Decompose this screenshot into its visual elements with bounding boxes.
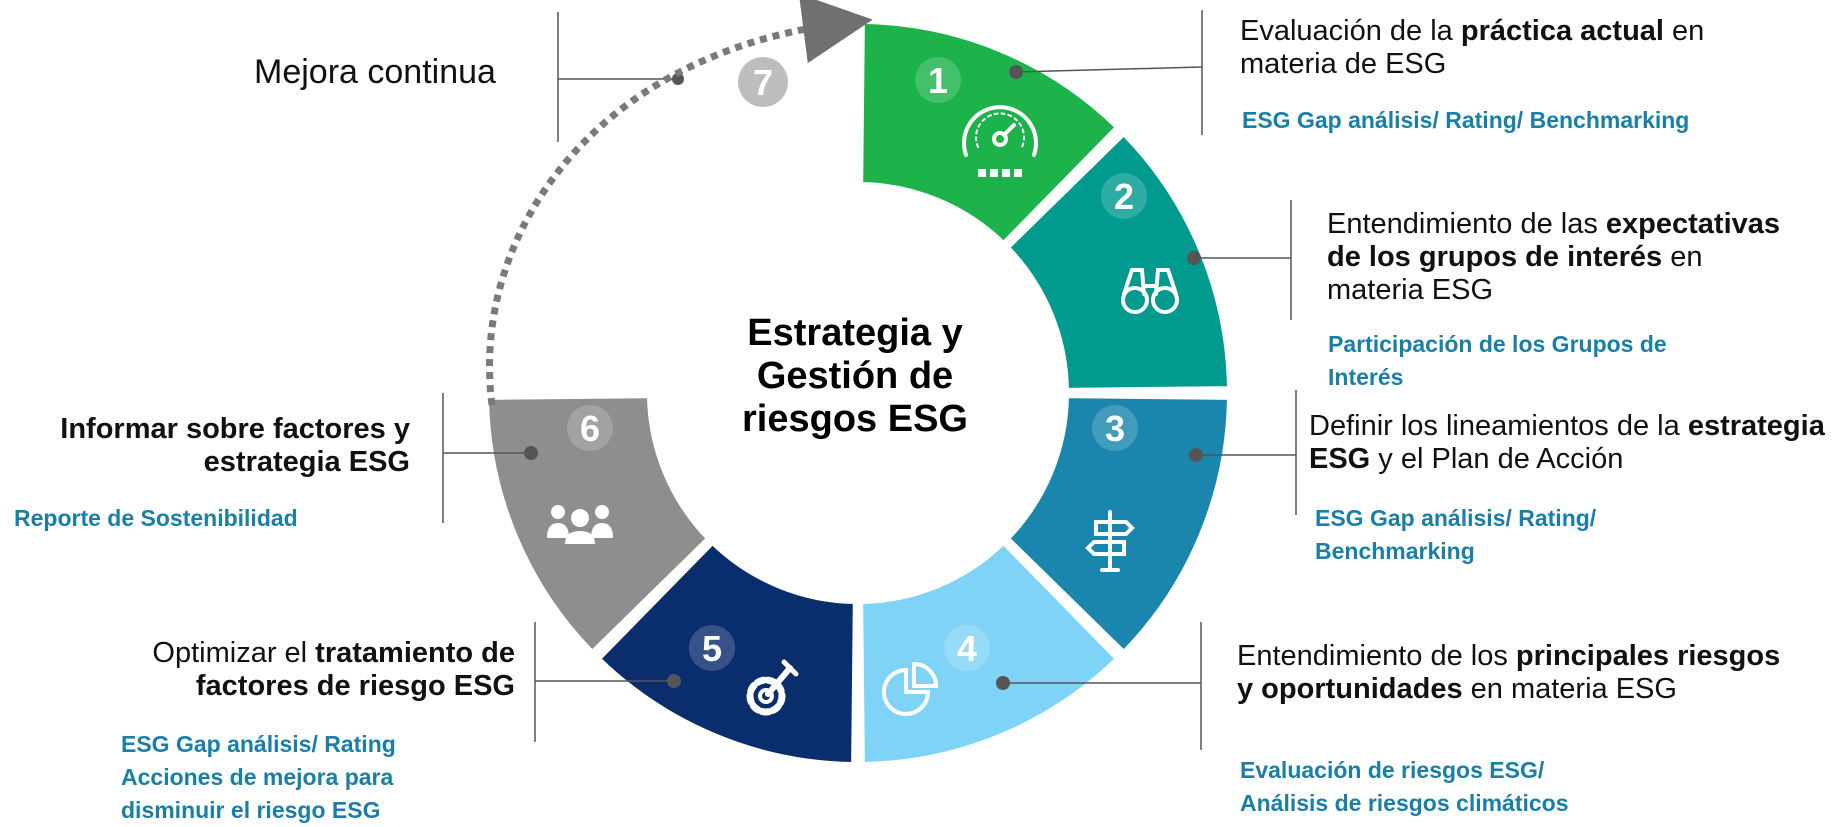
segment-5 [593, 537, 859, 769]
step-2-description: Entendimiento de las expectativas de los… [1327, 208, 1797, 307]
step-7-number: 7 [753, 62, 773, 103]
people-group-icon [547, 505, 613, 544]
step-2-desc-post: en materia ESG [1327, 241, 1703, 306]
center-title-line-2: Gestión de [756, 355, 954, 397]
step-3-desc-pre: Definir los lineamientos de la [1309, 410, 1688, 442]
segment-2 [1002, 128, 1234, 394]
step-4-desc-bold: principales riesgos y oportunidades [1237, 640, 1781, 705]
step-5-sub-line-3: disminuir el riesgo ESG [121, 797, 381, 823]
step-4-desc-pre: Entendimiento de los [1237, 640, 1516, 672]
step-6-sub: Reporte de Sostenibilidad [14, 502, 298, 535]
continuous-improvement-arrow [486, 0, 873, 406]
step-6-description: Informar sobre factores y estrategia ESG [12, 413, 410, 479]
step-1-number: 1 [928, 60, 948, 101]
step-5-leader-dot [667, 674, 681, 688]
step-6-badge [567, 405, 613, 451]
step-2-sub-line-2: Interés [1328, 364, 1404, 390]
step-3-leader-dot [1189, 448, 1203, 462]
step-4-number: 4 [957, 628, 977, 669]
step-1-desc-pre: Evaluación de la [1240, 15, 1461, 47]
step-5-sub: ESG Gap análisis/ Rating Acciones de mej… [121, 728, 396, 827]
step-5-desc-pre: Optimizar el [152, 637, 316, 669]
step-2-number: 2 [1114, 176, 1134, 217]
speedometer-icon [962, 105, 1038, 177]
step-2-sub: Participación de los Grupos de Interés [1328, 328, 1667, 394]
step-4-leader-dot [996, 676, 1010, 690]
step-1-desc-post: en materia de ESG [1240, 15, 1705, 80]
step-1-desc-bold: práctica actual [1460, 15, 1664, 47]
step-7-badge [738, 57, 788, 107]
step-2-sub-line-1: Participación de los Grupos de [1328, 331, 1667, 357]
step-2-desc-bold: expectativas de los grupos de interés [1327, 208, 1781, 273]
step-3-number: 3 [1105, 408, 1125, 449]
step-1-sub: ESG Gap análisis/ Rating/ Benchmarking [1242, 104, 1689, 137]
step-4-sub-line-1: Evaluación de riesgos ESG/ [1240, 757, 1545, 783]
center-title-line-1: Estrategia y [747, 312, 963, 354]
step-7-leader-dot [672, 73, 684, 85]
step-5-sub-line-1: ESG Gap análisis/ Rating [121, 731, 396, 757]
segment-1 [857, 17, 1123, 249]
segment-4 [857, 537, 1123, 769]
step-4-badge [944, 625, 990, 671]
step-1-sub-line-1: ESG Gap análisis/ Rating/ Benchmarking [1242, 107, 1690, 133]
step-6-desc-bold: Informar sobre factores y estrategia ESG [60, 413, 410, 478]
gear-wrench-icon [746, 659, 799, 716]
segment-3 [1002, 392, 1234, 658]
step-5-sub-line-2: Acciones de mejora para [121, 764, 394, 790]
step-3-badge [1092, 405, 1138, 451]
step-5-number: 5 [702, 628, 722, 669]
step-4-sub: Evaluación de riesgos ESG/ Análisis de r… [1240, 754, 1569, 820]
step-4-sub-line-2: Análisis de riesgos climáticos [1240, 790, 1569, 816]
step-5-badge [689, 625, 735, 671]
step-3-description: Definir los lineamientos de la estrategi… [1309, 410, 1839, 476]
step-5-desc-bold: tratamiento de factores de riesgo ESG [195, 637, 515, 702]
step-1-leader-dot [1009, 65, 1023, 79]
step-4-desc-post: en materia ESG [1462, 673, 1677, 705]
step-6-sub-line-1: Reporte de Sostenibilidad [14, 505, 298, 531]
step-4-description: Entendimiento de los principales riesgos… [1237, 640, 1797, 706]
step-6-leader-dot [524, 446, 538, 460]
step-1-description: Evaluación de la práctica actual en mate… [1240, 15, 1800, 81]
signpost-icon [1085, 510, 1135, 572]
step-2-badge [1101, 173, 1147, 219]
step-3-sub-line-2: Benchmarking [1315, 538, 1475, 564]
step-3-sub: ESG Gap análisis/ Rating/ Benchmarking [1315, 502, 1596, 568]
step-2-leader-dot [1187, 251, 1201, 265]
step-5-description: Optimizar el tratamiento de factores de … [85, 637, 515, 703]
step-1-badge [915, 57, 961, 103]
step-1-leader-line [1015, 66, 1203, 73]
center-title-line-3: riesgos ESG [742, 398, 968, 440]
center-title: Estrategia y Gestión de riesgos ESG [705, 312, 1005, 441]
step-3-sub-line-1: ESG Gap análisis/ Rating/ [1315, 505, 1597, 531]
continuous-improvement-label: Mejora continua [254, 53, 496, 91]
step-3-desc-post: y el Plan de Acción [1370, 443, 1624, 475]
pie-chart-icon [882, 661, 939, 716]
step-6-number: 6 [580, 408, 600, 449]
step-2-desc-pre: Entendimiento de las [1327, 208, 1606, 240]
binoculars-icon [1121, 268, 1179, 314]
step-3-desc-bold: estrategia ESG [1309, 410, 1825, 475]
